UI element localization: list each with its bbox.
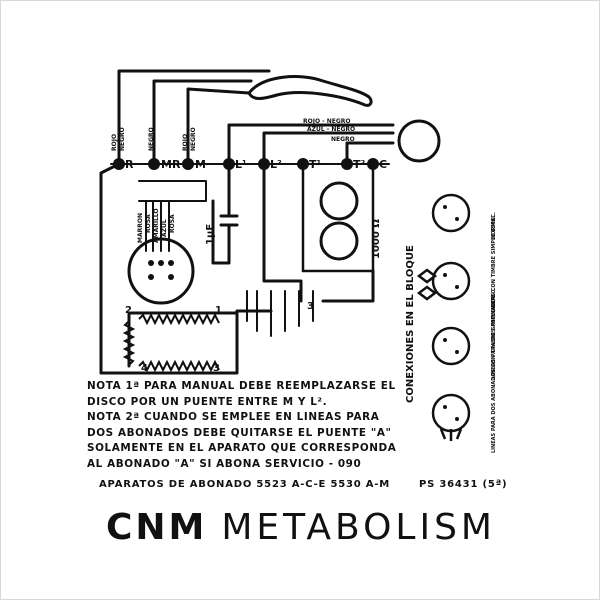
terminal-c — [367, 158, 379, 170]
label-t1: T¹ — [309, 158, 322, 171]
terminal-l2 — [258, 158, 270, 170]
note-line: AL ABONADO "A" SI ABONA SERVICIO - 090 — [87, 457, 362, 470]
capacitor-label: 1µF — [205, 224, 216, 245]
artist-name: CNM — [106, 507, 208, 548]
label-m: M — [195, 158, 206, 171]
coil-number-2: 2 — [125, 305, 132, 316]
terminal-m — [182, 158, 194, 170]
label-l2: L² — [270, 158, 282, 171]
wire-label-mr: NEGRO — [148, 127, 155, 151]
block-label-1: NORMAL — [491, 214, 497, 239]
note-line: SOLAMENTE EN EL APARATO QUE CORRESPONDA — [87, 442, 397, 455]
footer-models: APARATOS DE ABONADO 5523 A-C-E 5530 A-M — [99, 479, 391, 490]
terminal-t2 — [341, 158, 353, 170]
label-r: R — [125, 158, 134, 171]
rotary-dial-icon — [127, 237, 195, 305]
label-l1: L¹ — [235, 158, 247, 171]
dial-wire-5: ROSA — [169, 214, 176, 233]
coil-number-3: 3 — [213, 363, 220, 374]
block-label-2: LINEAS CON TIMBRE SIMPLE ESPEC. — [491, 212, 497, 313]
wire-label-m-1: ROJO — [182, 134, 189, 151]
block-label-3: LINEAS PARA DOS ABONADOS — [491, 294, 497, 379]
terminal-l1 — [223, 158, 235, 170]
dial-contacts — [148, 260, 174, 280]
dial-wire-3: AMARILLO — [153, 208, 160, 243]
wire-label-r-2: NEGRO — [119, 127, 126, 151]
dial-wire-2: ROSA — [145, 214, 152, 233]
contact-number: 3 — [307, 301, 314, 312]
label-mr: MR — [161, 158, 181, 171]
handset-icon — [247, 75, 373, 107]
footer-ref: PS 36431 (5ª) — [419, 479, 508, 490]
wire-label-top-2: AZUL - NEGRO — [307, 126, 355, 133]
coil-number-4: 4 — [141, 363, 148, 374]
terminal-mr — [148, 158, 160, 170]
resistor-label: 1000 Ω — [371, 219, 382, 259]
block-diagrams — [416, 193, 471, 441]
wire-label-top-1: ROJO - NEGRO — [303, 118, 351, 125]
album-title: CNM METABOLISM — [1, 507, 599, 548]
label-t2: T² — [353, 158, 366, 171]
block-title: CONEXIONES EN EL BLOQUE — [405, 245, 416, 403]
album-name: METABOLISM — [221, 507, 496, 548]
terminal-r — [113, 158, 125, 170]
coil-number-1: 1 — [215, 305, 222, 316]
notes-block: NOTA 1ª PARA MANUAL DEBE REEMPLAZARSE EL… — [87, 379, 417, 473]
note-line: DISCO POR UN PUENTE ENTRE M Y L². — [87, 395, 328, 408]
terminal-posts — [113, 158, 379, 170]
wire-label-m-2: NEGRO — [190, 127, 197, 151]
label-c: C — [379, 158, 387, 171]
dial-wire-4: AZUL — [161, 219, 168, 237]
block-label-4: LINEAS PARA DOS ABONADOS CON TIMBRE SIMP… — [491, 288, 497, 453]
note-line: DOS ABONADOS DEBE QUITARSE EL PUENTE "A" — [87, 426, 392, 439]
note-line: NOTA 2ª CUANDO SE EMPLEE EN LINEAS PARA — [87, 411, 380, 424]
wire-label-r-1: ROJO — [111, 134, 118, 151]
dial-wire-1: MARRON — [137, 213, 144, 243]
note-line: NOTA 1ª PARA MANUAL DEBE REEMPLAZARSE EL — [87, 380, 396, 392]
terminal-t1 — [297, 158, 309, 170]
wire-label-top-3: NEGRO — [331, 136, 355, 143]
